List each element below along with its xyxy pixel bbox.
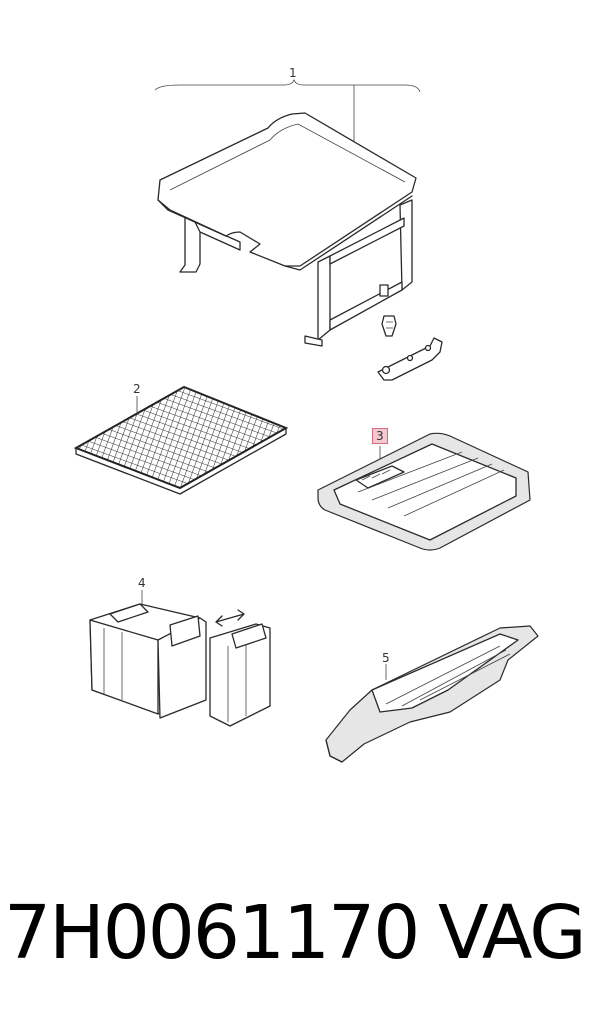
callout-1[interactable]: 1 <box>289 66 297 80</box>
callout-5[interactable]: 5 <box>382 651 390 665</box>
part-number: 7H0061170 <box>4 890 420 976</box>
callout-3[interactable]: 3 <box>372 428 388 444</box>
part-1-leader <box>154 78 421 148</box>
exploded-parts-diagram <box>73 78 539 763</box>
parts-illustration <box>73 78 539 763</box>
part-4-storage-box <box>89 590 271 727</box>
part-3-luggage-tray <box>317 432 531 551</box>
callout-4[interactable]: 4 <box>138 576 146 590</box>
part-1-floor-cover <box>157 112 443 381</box>
part-5-tool-tray <box>325 625 539 763</box>
callout-2[interactable]: 2 <box>133 382 141 396</box>
part-2-floor-mat <box>73 385 289 495</box>
brand-name: VAG <box>438 890 587 976</box>
